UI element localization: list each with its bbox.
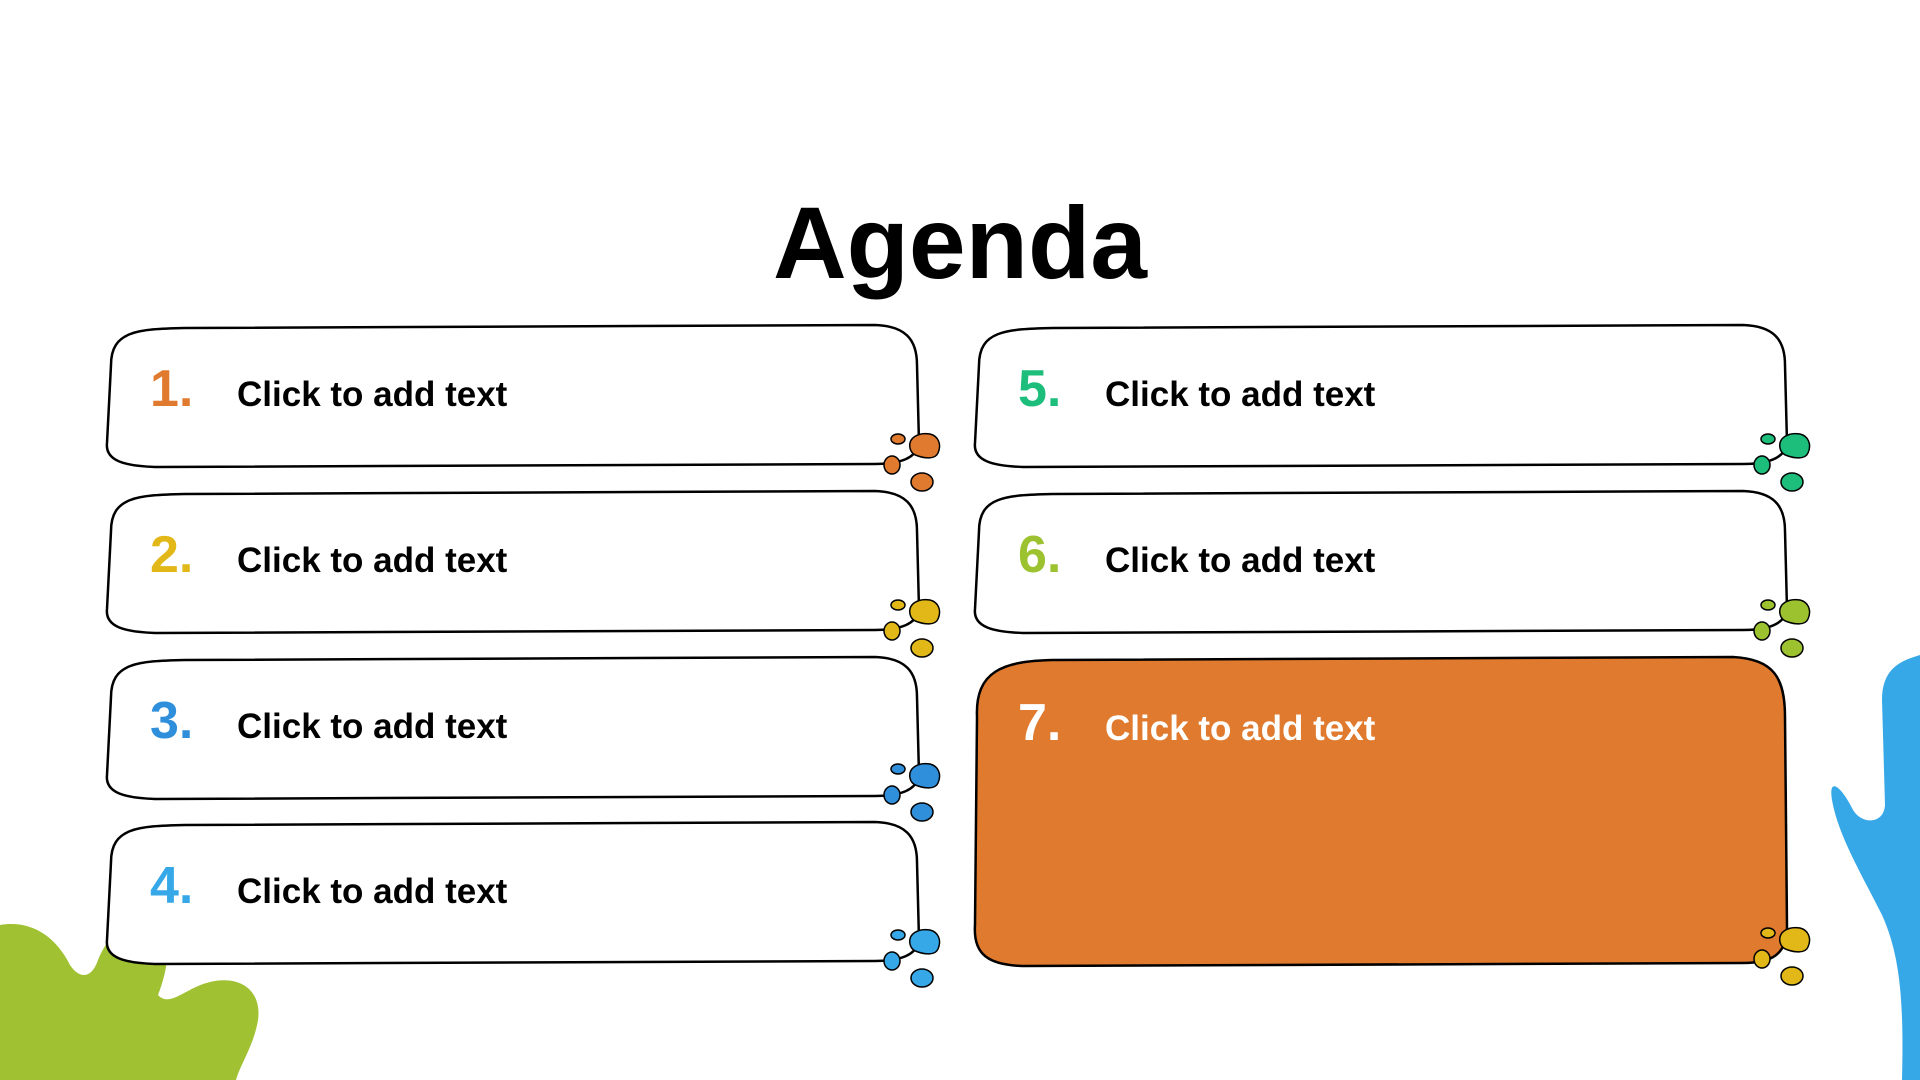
page-title: Agenda — [772, 186, 1148, 300]
card-frame — [973, 655, 1789, 968]
item-number: 4. — [150, 857, 194, 915]
item-number: 7. — [1018, 694, 1062, 752]
item-text[interactable]: Click to add text — [237, 707, 508, 746]
item-number: 1. — [150, 360, 194, 418]
card-frame — [105, 655, 921, 801]
item-text[interactable]: Click to add text — [1105, 375, 1376, 414]
card-frame — [105, 820, 921, 966]
splat-icon — [1753, 926, 1811, 986]
item-text[interactable]: Click to add text — [1105, 709, 1376, 748]
blue-cactus-shape — [1831, 655, 1920, 1080]
item-number: 2. — [150, 526, 194, 584]
agenda-item-3[interactable]: 3. Click to add text — [105, 655, 921, 801]
item-number: 6. — [1018, 526, 1062, 584]
card-frame — [105, 489, 921, 635]
agenda-item-1[interactable]: 1. Click to add text — [105, 323, 921, 469]
item-number: 3. — [150, 692, 194, 750]
agenda-item-4[interactable]: 4. Click to add text — [105, 820, 921, 966]
item-text[interactable]: Click to add text — [237, 872, 508, 911]
agenda-item-5[interactable]: 5. Click to add text — [973, 323, 1789, 469]
agenda-item-6[interactable]: 6. Click to add text — [973, 489, 1789, 635]
item-number: 5. — [1018, 360, 1062, 418]
splat-icon — [1753, 598, 1811, 658]
splat-icon — [883, 432, 941, 492]
item-text[interactable]: Click to add text — [1105, 541, 1376, 580]
splat-icon — [1753, 432, 1811, 492]
card-frame — [973, 323, 1789, 469]
splat-icon — [883, 762, 941, 822]
agenda-item-7[interactable]: 7. Click to add text — [973, 655, 1789, 968]
splat-icon — [883, 598, 941, 658]
card-frame — [105, 323, 921, 469]
card-frame — [973, 489, 1789, 635]
agenda-item-2[interactable]: 2. Click to add text — [105, 489, 921, 635]
item-text[interactable]: Click to add text — [237, 541, 508, 580]
splat-icon — [883, 928, 941, 988]
item-text[interactable]: Click to add text — [237, 375, 508, 414]
